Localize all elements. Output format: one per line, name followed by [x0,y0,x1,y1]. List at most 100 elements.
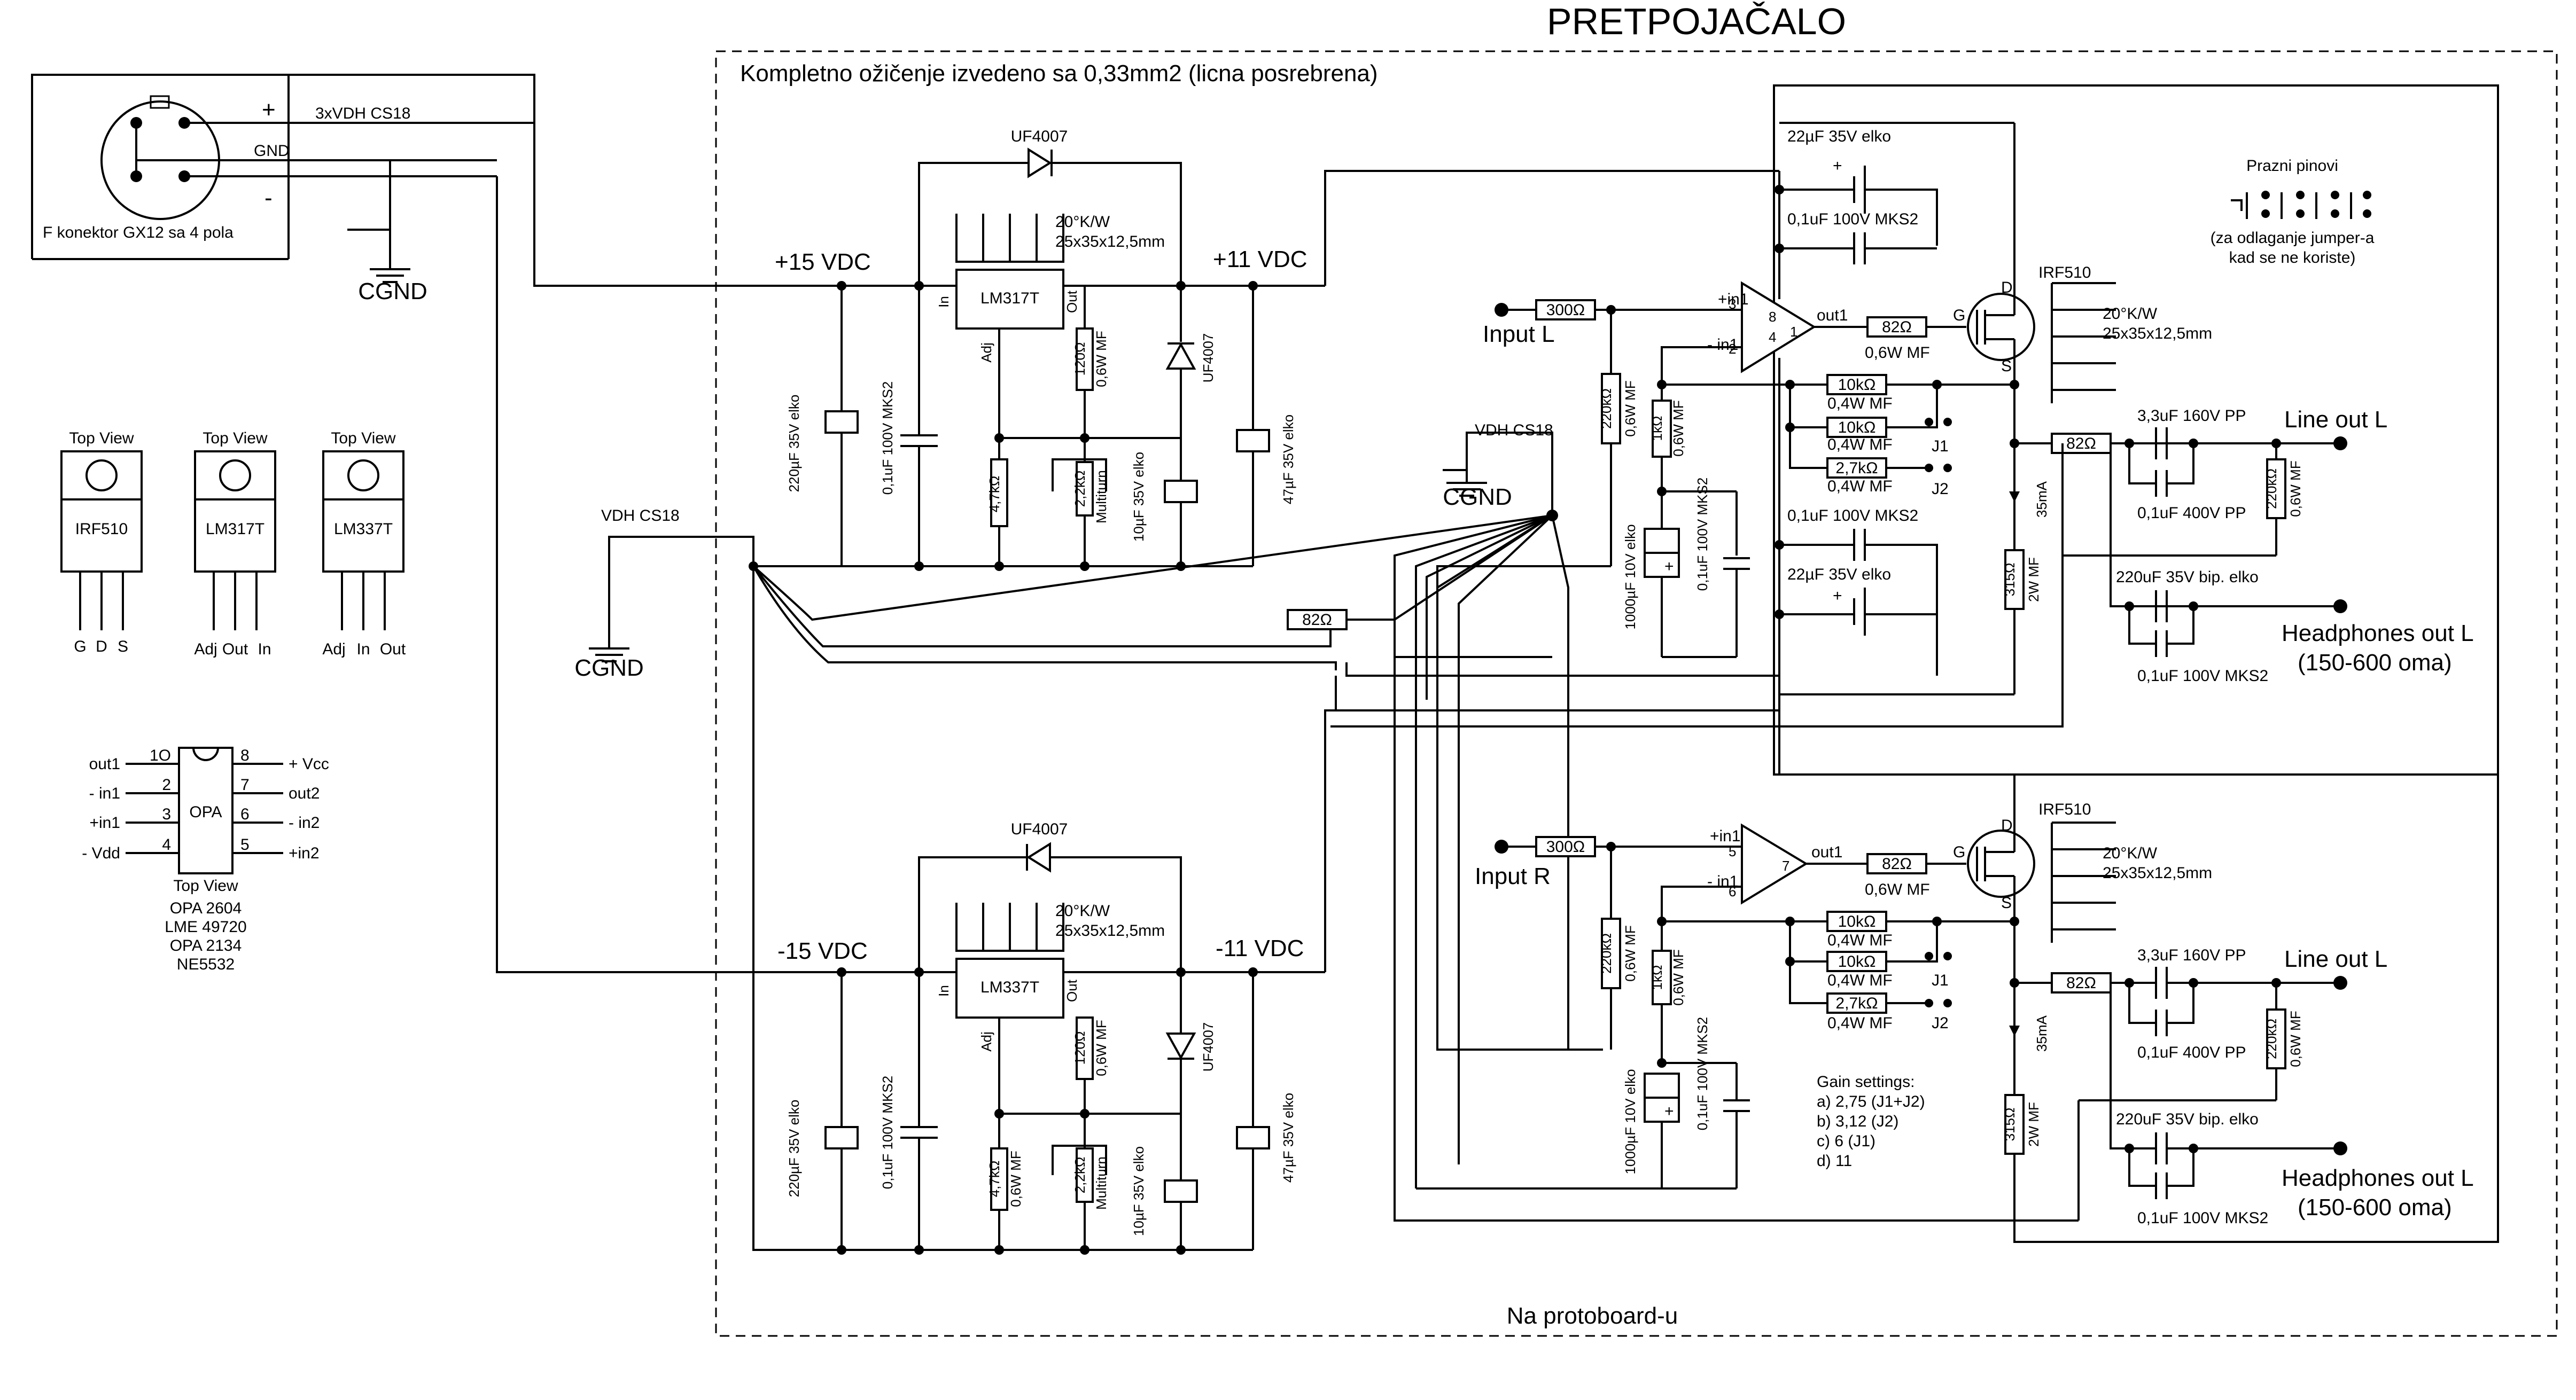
svg-text:0,6W MF: 0,6W MF [2287,1011,2303,1067]
ground-cable: VDH CS18 [601,507,680,525]
svg-text:20°K/W: 20°K/W [2103,305,2158,323]
svg-text:Multiturn: Multiturn [1093,470,1109,523]
svg-text:220µF 35V elko: 220µF 35V elko [786,395,802,492]
svg-text:0,6W MF: 0,6W MF [1865,344,1930,362]
svg-text:Adj: Adj [978,1031,994,1052]
svg-text:S: S [2001,357,2012,375]
svg-text:0,4W MF: 0,4W MF [1827,478,1893,495]
svg-text:3: 3 [162,805,171,823]
svg-text:22µF 35V elko: 22µF 35V elko [1787,128,1891,145]
svg-text:8: 8 [1769,309,1776,325]
svg-text:1: 1 [1790,324,1797,340]
svg-text:- in1: - in1 [1707,336,1738,354]
svg-text:out1: out1 [1817,307,1848,324]
svg-text:+ Vcc: + Vcc [289,755,329,773]
svg-text:J2: J2 [1932,1014,1949,1032]
svg-text:4,7kΩ: 4,7kΩ [986,1161,1002,1198]
svg-text:10kΩ: 10kΩ [1838,913,1876,930]
svg-text:0,4W MF: 0,4W MF [1827,1014,1893,1032]
gx12-connector: + - GND 3xVDH CS18 F konektor GX12 sa 4 … [31,74,716,973]
svg-text:0,1uF 100V MKS2: 0,1uF 100V MKS2 [2137,667,2268,685]
svg-text:LME 49720: LME 49720 [165,918,246,936]
svg-text:0,6W MF: 0,6W MF [2287,460,2303,517]
svg-text:UF4007: UF4007 [1200,1022,1216,1072]
opamp-pinout: OPA out1 - in1 +in1 - Vdd 1O 2 3 4 8 7 6… [82,747,329,973]
svg-text:6: 6 [240,805,250,823]
svg-text:a) 2,75 (J1+J2): a) 2,75 (J1+J2) [1817,1093,1925,1110]
svg-text:0,6W MF: 0,6W MF [1670,400,1686,456]
ground-cgnd: CGND [574,655,644,681]
svg-text:b) 3,12 (J2): b) 3,12 (J2) [1817,1113,1898,1130]
svg-text:35mA: 35mA [2034,481,2050,518]
channel-left: 22µF 35V elko + 0,1uF 100V MKS2 Input L … [1330,84,2499,776]
svg-text:D: D [96,638,107,655]
svg-text:8: 8 [240,747,250,764]
svg-text:4: 4 [162,836,171,854]
svg-text:+in1: +in1 [89,814,120,832]
svg-text:220µF 35V elko: 220µF 35V elko [786,1100,802,1198]
svg-text:7: 7 [240,776,250,794]
package-irf510: Top View IRF510 G D S [60,429,143,655]
svg-text:82Ω: 82Ω [1882,855,1912,873]
svg-text:Adj: Adj [322,640,345,658]
svg-text:Input R: Input R [1475,863,1551,889]
svg-text:2,2kΩ: 2,2kΩ [1072,471,1088,507]
svg-text:LM317T: LM317T [206,520,264,538]
svg-text:2,7kΩ: 2,7kΩ [1835,459,1878,477]
svg-text:4: 4 [1769,329,1776,345]
svg-text:0,6W MF: 0,6W MF [1670,949,1686,1005]
svg-text:LM337T: LM337T [334,520,393,538]
svg-text:out1: out1 [89,755,120,773]
svg-text:300Ω: 300Ω [1546,838,1585,856]
svg-text:0,6W MF: 0,6W MF [1622,380,1638,436]
svg-text:IRF510: IRF510 [2038,264,2091,281]
psu-negative: UF4007 20°K/W 25x35x12,5mm LM337T In Out… [716,561,1325,1255]
svg-text:220kΩ: 220kΩ [1598,933,1614,974]
svg-text:OPA 2604: OPA 2604 [170,900,242,917]
svg-text:Headphones out L: Headphones out L [2282,1165,2474,1191]
svg-text:Adj: Adj [194,640,217,658]
svg-text:G: G [74,638,86,655]
svg-text:20°K/W: 20°K/W [1055,902,1110,920]
svg-text:10µF 35V elko: 10µF 35V elko [1131,1146,1147,1236]
svg-text:47µF 35V elko: 47µF 35V elko [1280,414,1296,504]
connector-label: F konektor GX12 sa 4 pola [43,224,234,241]
svg-text:315Ω: 315Ω [2002,563,2018,597]
svg-text:OPA 2134: OPA 2134 [170,937,242,955]
svg-text:0,4W MF: 0,4W MF [1827,932,1893,949]
svg-text:S: S [118,638,128,655]
svg-text:1kΩ: 1kΩ [1649,416,1665,441]
spare-pins: Prazni pinovi (za odlaganje jumper-a kad… [2211,157,2375,267]
svg-text:2W MF: 2W MF [2026,1102,2042,1147]
svg-text:25x35x12,5mm: 25x35x12,5mm [2103,864,2212,882]
connector-gnd: GND [254,142,290,160]
svg-text:D: D [2001,817,2013,834]
svg-text:NE5532: NE5532 [177,956,235,973]
svg-text:- in1: - in1 [89,785,120,802]
svg-text:3: 3 [1729,296,1736,312]
svg-text:J1: J1 [1932,972,1949,989]
svg-text:d) 11: d) 11 [1817,1152,1852,1170]
page-title: PRETPOJAČALO [1547,1,1846,42]
svg-text:+: + [1664,558,1674,575]
svg-text:- Vdd: - Vdd [82,844,120,862]
svg-text:VDH CS18: VDH CS18 [1475,421,1553,439]
svg-text:Headphones out L: Headphones out L [2282,620,2474,646]
svg-text:20°K/W: 20°K/W [2103,844,2158,862]
svg-text:In: In [356,640,370,658]
svg-text:25x35x12,5mm: 25x35x12,5mm [1055,922,1165,940]
svg-text:22µF 35V elko: 22µF 35V elko [1787,566,1891,583]
svg-text:(za odlaganje jumper-a: (za odlaganje jumper-a [2211,229,2375,247]
svg-text:Out: Out [380,640,406,658]
svg-text:0,1uF 100V MKS2: 0,1uF 100V MKS2 [880,1076,896,1189]
svg-text:Top View: Top View [69,429,134,447]
svg-text:+15 VDC: +15 VDC [775,249,871,275]
svg-text:120Ω: 120Ω [1072,1031,1088,1065]
svg-text:Top View: Top View [203,429,268,447]
svg-text:25x35x12,5mm: 25x35x12,5mm [1055,233,1165,251]
svg-text:2: 2 [1729,341,1736,357]
svg-text:Multiturn: Multiturn [1093,1156,1109,1210]
svg-text:G: G [1953,307,1965,324]
svg-text:+in1: +in1 [1718,291,1749,308]
svg-text:220kΩ: 220kΩ [2263,1019,2279,1059]
